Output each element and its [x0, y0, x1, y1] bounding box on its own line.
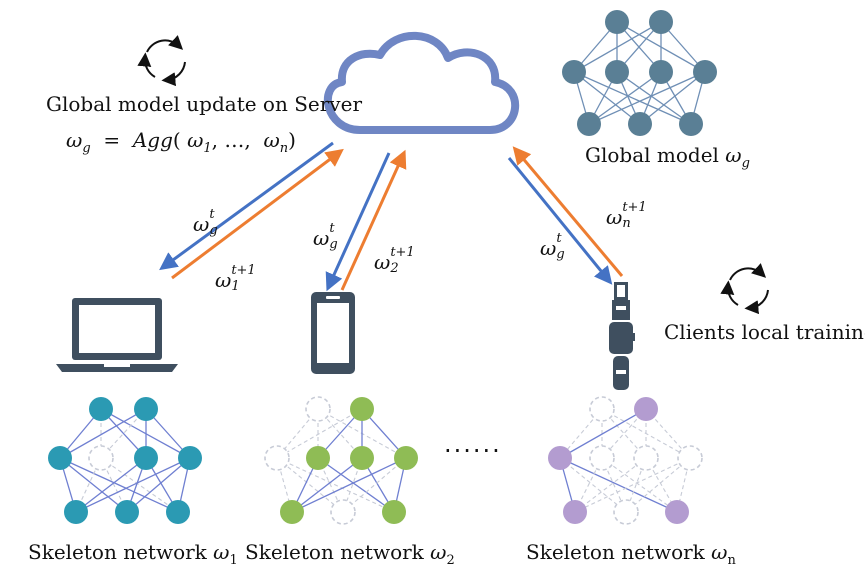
network-edge — [126, 457, 191, 513]
skeleton-2-node — [280, 500, 304, 524]
skeleton-1-node — [166, 500, 190, 524]
upload-arrow-2 — [340, 149, 407, 291]
skeleton-1-node — [64, 500, 88, 524]
cloud-server-icon — [323, 31, 520, 134]
laptop-icon — [56, 298, 178, 372]
network-edge — [574, 457, 691, 513]
global-model-node — [693, 60, 717, 84]
smartwatch-icon — [609, 282, 635, 390]
clients-training-label: Clients local training — [664, 320, 865, 344]
communication-arrows — [159, 141, 624, 292]
server-formula: ωg = Agg( ω1, …, ωn) — [66, 128, 296, 156]
skeleton-1-node — [115, 500, 139, 524]
skeleton-1-node — [48, 446, 72, 470]
skeleton-n-node — [589, 396, 615, 422]
skeleton-n-node — [665, 500, 689, 524]
skeleton-n-node — [634, 397, 658, 421]
skeleton-1-node — [134, 397, 158, 421]
skeleton-n-node — [589, 445, 615, 471]
skeleton-1-node — [89, 397, 113, 421]
network-edge — [59, 457, 128, 513]
network-edge — [75, 457, 191, 513]
network-edge — [276, 408, 363, 459]
network-edge — [291, 457, 407, 513]
skeleton-1-node — [178, 446, 202, 470]
skeleton-label-n: Skeleton network ωn — [526, 540, 736, 568]
server-sync-cycle-icon — [137, 35, 186, 87]
global-model-node — [605, 10, 629, 34]
upload-arrow-1 — [171, 148, 344, 280]
download-arrow-n — [507, 157, 613, 285]
ellipsis: ...... — [444, 430, 502, 458]
skeleton-1-node — [134, 446, 158, 470]
network-edge — [59, 408, 147, 459]
phone-icon — [311, 292, 355, 374]
skeleton-label-1: Skeleton network ω1 — [28, 540, 238, 568]
network-edge — [276, 457, 344, 513]
network-edge — [573, 21, 662, 73]
network-edge — [588, 71, 662, 125]
network-edge — [317, 457, 395, 513]
network-edge — [639, 71, 706, 125]
download-arrow-1 — [159, 141, 334, 271]
network-edge — [75, 457, 147, 513]
network-edge — [100, 457, 179, 513]
neural-networks — [48, 10, 717, 525]
network-edge — [574, 457, 647, 513]
skeleton-2-node — [382, 500, 406, 524]
network-edge — [573, 71, 641, 125]
skeleton-n-node — [563, 500, 587, 524]
network-edge — [559, 457, 627, 513]
skeleton-n-node — [613, 499, 639, 525]
download-arrow-2 — [325, 152, 391, 292]
network-edge — [276, 457, 395, 513]
skeleton-2-node — [350, 397, 374, 421]
skeleton-n-node — [677, 445, 703, 471]
global-model-node — [562, 60, 586, 84]
network-edge — [601, 457, 678, 513]
skeleton-2-node — [394, 446, 418, 470]
global-model-node — [605, 60, 629, 84]
global-model-node — [649, 10, 673, 34]
skeleton-2-node — [264, 445, 290, 471]
global-model-node — [649, 60, 673, 84]
skeleton-1-node — [88, 445, 114, 471]
skeleton-label-2: Skeleton network ω2 — [245, 540, 455, 568]
global-model-node — [577, 112, 601, 136]
network-edge — [588, 71, 706, 125]
global-model-node — [679, 112, 703, 136]
skeleton-2-node — [305, 396, 331, 422]
skeleton-2-node — [306, 446, 330, 470]
network-edge — [559, 408, 647, 459]
skeleton-2-node — [350, 446, 374, 470]
skeleton-n-node — [633, 445, 659, 471]
global-model-node — [628, 112, 652, 136]
skeleton-n-node — [548, 446, 572, 470]
network-edge — [291, 457, 363, 513]
server-title: Global model update on Server — [46, 92, 363, 116]
upload-arrow-n — [512, 146, 624, 277]
network-edge — [616, 71, 692, 125]
global-model-label: Global model ωg — [585, 143, 750, 171]
network-edge — [573, 71, 692, 125]
network-edge — [559, 457, 678, 513]
skeleton-2-node — [330, 499, 356, 525]
client-training-cycle-icon — [720, 263, 769, 315]
network-edge — [59, 457, 179, 513]
